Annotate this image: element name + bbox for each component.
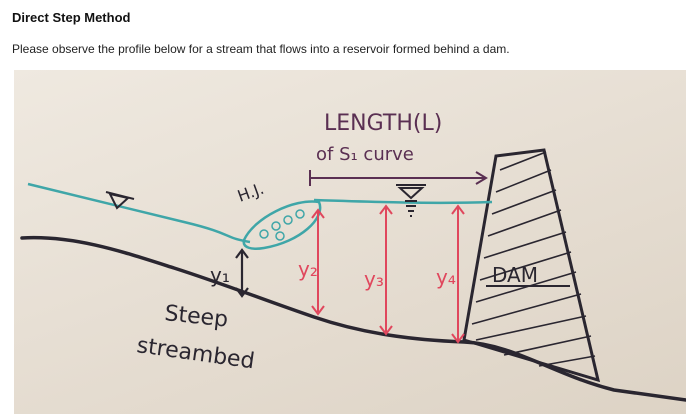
- sketch-svg: LENGTH(L) of S₁ curve H.J. y₁ y₂ y₃ y₄ D…: [20, 111, 686, 402]
- intro-text: Please observe the profile below for a s…: [12, 42, 510, 56]
- water-surface-symbol-reservoir: [396, 184, 426, 217]
- depth-label-y2: y₂: [298, 257, 318, 281]
- depth-arrow-y2: [311, 208, 325, 316]
- curve-label: of S₁ curve: [316, 144, 414, 165]
- bed-label-line1: Steep: [163, 301, 229, 333]
- depth-label-y4: y₄: [436, 265, 456, 289]
- dam-body: [462, 148, 601, 383]
- water-surface-symbol-upstream: [105, 191, 135, 210]
- dam-label: DAM: [492, 263, 538, 287]
- length-arrow: [309, 170, 488, 186]
- hydraulic-jump-blob: [242, 200, 322, 250]
- dam-hatching: [471, 151, 596, 367]
- hydraulic-jump-label: H.J.: [235, 179, 267, 206]
- streambed-line: [20, 235, 686, 402]
- depth-arrow-y4: [451, 204, 465, 344]
- depth-arrow-y1: [235, 248, 249, 298]
- stream-profile-sketch: LENGTH(L) of S₁ curve H.J. y₁ y₂ y₃ y₄ D…: [14, 70, 686, 414]
- reservoir-water-surface: [313, 198, 493, 205]
- length-label: LENGTH(L): [324, 111, 442, 136]
- upstream-water-surface: [27, 182, 251, 244]
- hydraulic-jump-swirls: [259, 209, 305, 241]
- depth-label-y1: y₁: [210, 263, 230, 287]
- depth-label-y3: y₃: [364, 267, 384, 291]
- bed-label-line2: streambed: [135, 333, 256, 374]
- depth-arrow-y3: [379, 204, 393, 336]
- page-title: Direct Step Method: [12, 10, 131, 25]
